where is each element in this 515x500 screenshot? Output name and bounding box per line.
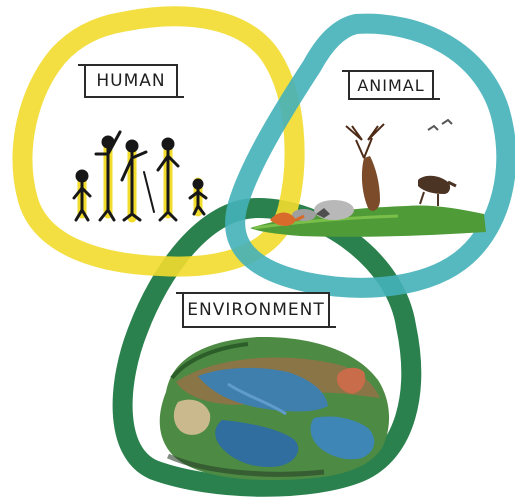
- animal-label: ANIMAL: [342, 70, 440, 100]
- animal-ring: [225, 13, 515, 298]
- human-silhouettes-illustration: [72, 130, 208, 223]
- human-ring: [12, 6, 305, 277]
- animal-scene-illustration: [250, 118, 486, 237]
- earth-globe-illustration: [159, 336, 390, 480]
- environment-ring: [112, 198, 422, 497]
- human-label: HUMAN: [78, 64, 184, 98]
- environment-label: ENVIRONMENT: [176, 292, 336, 328]
